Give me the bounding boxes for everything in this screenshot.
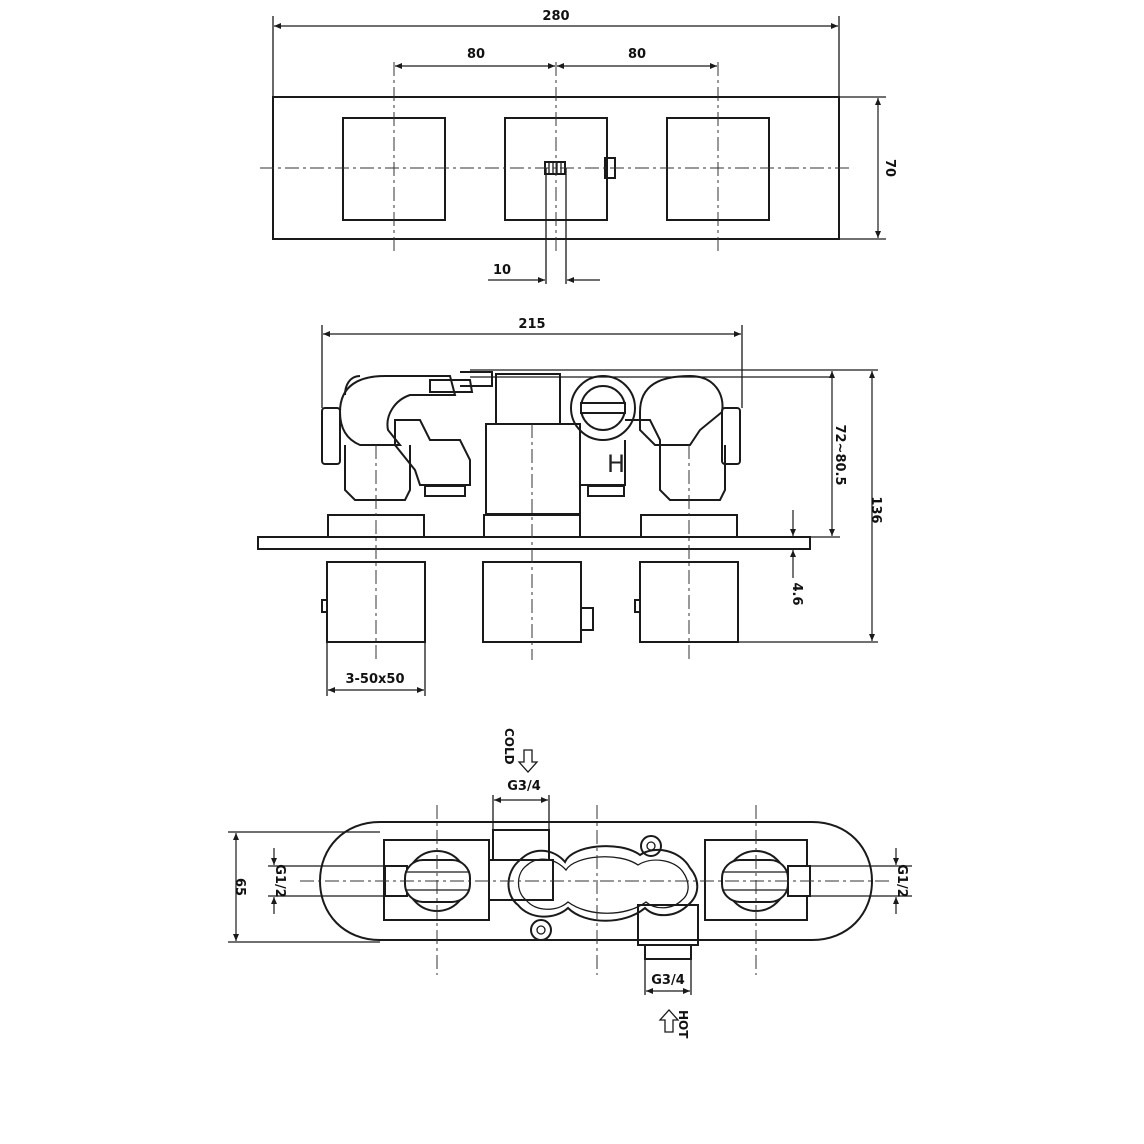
front-view: H 215 72~80.5 — [257, 317, 883, 696]
right-thread-label: G1/2 — [894, 864, 909, 898]
front-middle-valve — [429, 371, 581, 515]
dim-65-label: 65 — [232, 878, 247, 896]
dim-80-right-label: 80 — [628, 47, 646, 62]
left-thread-label: G1/2 — [272, 864, 287, 898]
front-left-valve — [321, 375, 471, 501]
front-plate — [257, 536, 811, 550]
hot-label: HOT — [676, 1010, 690, 1039]
front-hot-mark: H — [607, 450, 625, 478]
dim-215-label: 215 — [518, 317, 545, 332]
hot-thread-label: G3/4 — [651, 973, 685, 988]
bottom-oval-body — [318, 821, 874, 941]
top-view: 280 80 80 70 10 — [260, 9, 897, 284]
dim-136-label: 136 — [868, 496, 883, 523]
bottom-view: COLD G3/4 G3/4 HOT 65 G1/2 G1/2 — [228, 728, 912, 1039]
cold-arrow — [517, 749, 539, 773]
dim-10-label: 10 — [493, 263, 511, 278]
dim-280-label: 280 — [542, 9, 569, 24]
dim-70-label: 70 — [882, 159, 897, 177]
dim-72-80-label: 72~80.5 — [832, 424, 847, 485]
cold-label: COLD — [502, 728, 516, 765]
dim-handle-label: 3-50x50 — [345, 672, 404, 687]
dim-4-6-label: 4.6 — [789, 582, 804, 605]
cold-thread-label: G3/4 — [507, 779, 541, 794]
dim-80-left-label: 80 — [467, 47, 485, 62]
hot-arrow — [658, 1009, 680, 1033]
front-right-valve: H — [570, 374, 741, 501]
